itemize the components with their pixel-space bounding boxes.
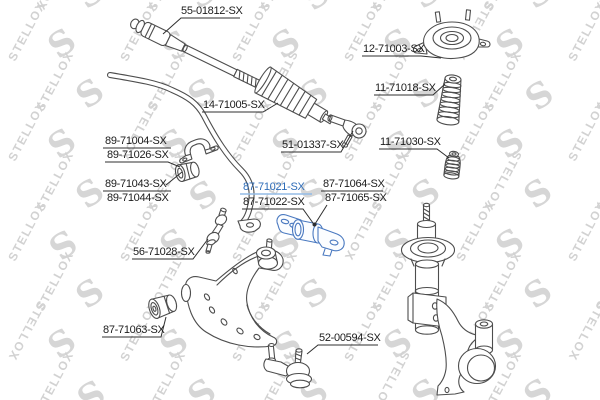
leader-line — [314, 204, 328, 225]
part-label-14-71005-sx[interactable]: 14-71005-SX — [203, 99, 265, 111]
part-label-55-01812-sx[interactable]: 55-01812-SX — [181, 5, 243, 17]
leader-dot — [312, 222, 317, 227]
leader-line — [132, 238, 209, 260]
part-drawing-strut-mount — [412, 9, 491, 60]
leader-line — [242, 208, 314, 224]
leader-line — [281, 130, 354, 153]
leader-line — [102, 316, 167, 338]
part-label-87-71021-sx[interactable]: 87-71021-SX — [243, 181, 305, 193]
leader-line — [162, 17, 240, 35]
part-label-56-71028-sx[interactable]: 56-71028-SX — [133, 246, 195, 258]
part-label-52-00594-sx[interactable]: 52-00594-SX — [319, 332, 381, 344]
leader-line — [362, 55, 442, 59]
part-label-87-71064-sx[interactable]: 87-71064-SX — [323, 178, 385, 190]
part-drawing-steering-knuckle — [436, 298, 497, 396]
part-label-12-71003-sx[interactable]: 12-71003-SX — [363, 43, 425, 55]
part-drawing-arm-bushing — [148, 294, 178, 319]
part-label-89-71044-sx[interactable]: 89-71044-SX — [107, 192, 169, 204]
part-drawing-inner-tie-rod — [130, 18, 273, 94]
part-drawing-ball-joint — [263, 342, 313, 389]
leader-lines — [102, 17, 450, 355]
part-label-87-71065-sx[interactable]: 87-71065-SX — [325, 192, 387, 204]
part-label-51-01337-sx[interactable]: 51-01337-SX — [282, 139, 344, 151]
part-label-11-71018-sx[interactable]: 11-71018-SX — [375, 82, 436, 94]
leader-line — [202, 102, 279, 113]
part-drawing-stabilizer-clamp — [179, 138, 219, 164]
part-drawing-stabilizer-bar — [107, 72, 261, 233]
leader-line — [379, 148, 450, 159]
leader-line — [374, 83, 446, 96]
part-drawing-dust-boot — [436, 74, 462, 126]
part-label-89-71043-sx[interactable]: 89-71043-SX — [105, 178, 167, 190]
part-label-89-71004-sx[interactable]: 89-71004-SX — [105, 135, 167, 147]
part-drawing-tie-rod-end — [327, 114, 367, 148]
leader-line — [105, 161, 181, 168]
leader-line — [165, 171, 183, 186]
part-label-87-71063-sx[interactable]: 87-71063-SX — [103, 324, 165, 336]
part-drawing-steering-boot — [254, 66, 334, 125]
part-label-89-71026-sx[interactable]: 89-71026-SX — [107, 149, 169, 161]
leader-line — [306, 344, 378, 355]
part-label-11-71030-sx[interactable]: 11-71030-SX — [380, 136, 441, 148]
part-drawing-bump-stop — [443, 150, 461, 180]
part-drawing-stabilizer-link — [205, 207, 228, 254]
part-label-87-71022-sx[interactable]: 87-71022-SX — [243, 196, 305, 208]
part-drawing-control-arm — [180, 238, 284, 348]
